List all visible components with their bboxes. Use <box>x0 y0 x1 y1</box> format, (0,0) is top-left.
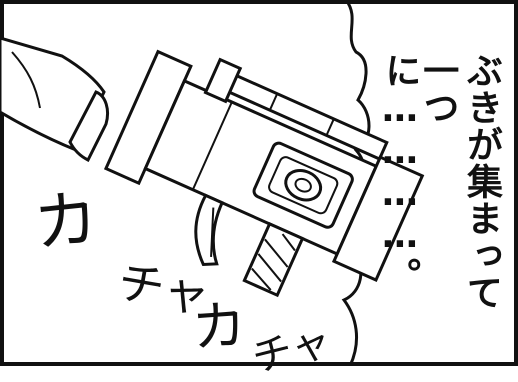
weapon-front-block <box>331 155 425 282</box>
narration-line-2: 一つに…………。 <box>379 52 459 294</box>
grip-hatch <box>251 233 296 291</box>
rail-divider-2 <box>325 118 335 136</box>
panel-border <box>0 0 518 366</box>
trigger-shade <box>210 207 215 257</box>
scope-lens-inner <box>294 177 312 193</box>
bottom-grip <box>242 221 305 298</box>
sound-effect-ka: カ <box>30 181 102 263</box>
body-panel-line <box>191 101 233 191</box>
sound-effect-ka-2: カ <box>189 293 249 360</box>
rail-divider-1 <box>268 93 279 111</box>
narration-line-1: ぶきが集まって <box>461 52 502 311</box>
weapon-top-cap <box>203 57 243 104</box>
panel-illustration <box>0 0 518 366</box>
cuff <box>68 90 110 163</box>
narration-box: ぶきが集まって 一つに…………。 <box>379 52 502 352</box>
weapon <box>103 49 425 298</box>
sleeve-fold <box>11 51 41 109</box>
trigger <box>194 193 225 267</box>
